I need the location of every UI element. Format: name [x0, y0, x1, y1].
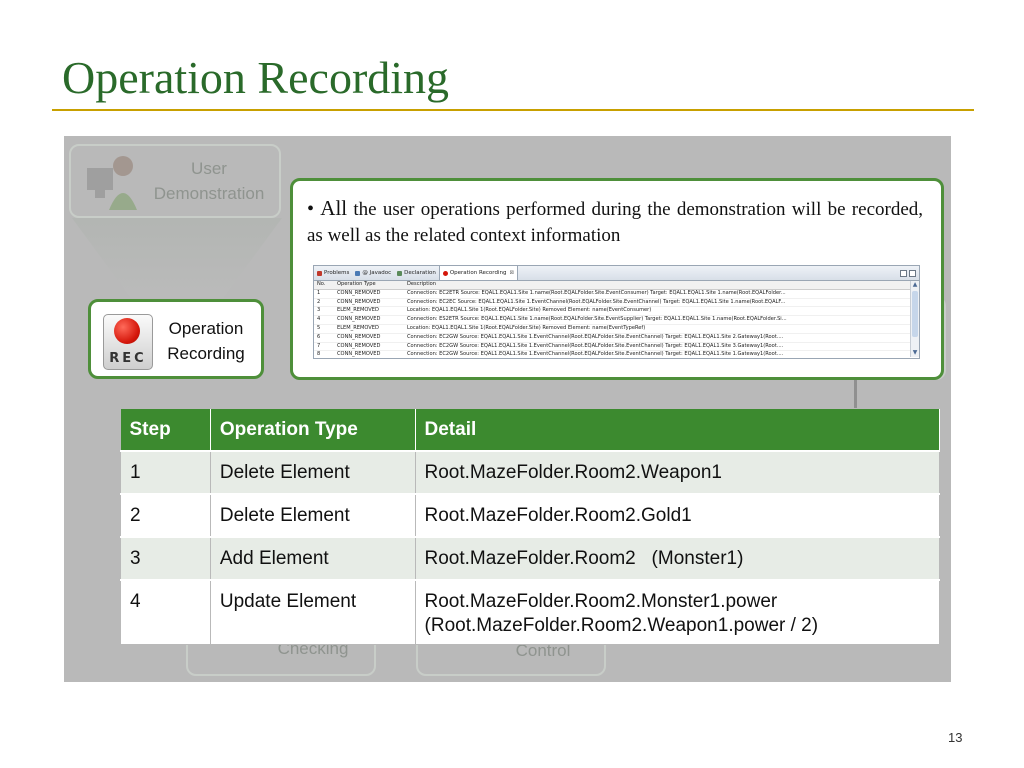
tab-javadoc-label: @ Javadoc	[362, 270, 392, 276]
table-row: 3 Add Element Root.MazeFolder.Room2 (Mon…	[120, 536, 941, 581]
row-number: 3	[317, 307, 321, 314]
table-row[interactable]: 4 CONN_REMOVED Connection: ES2ETR Source: …	[314, 316, 911, 325]
row-operation-type: CONN_REMOVED	[337, 289, 381, 296]
table-row[interactable]: 6 CONN_REMOVED Connection: EC2GW Source: E…	[314, 334, 911, 343]
operation-recording-view: Problems @ Javadoc Declaration Operation…	[313, 265, 920, 359]
steps-table: Step Operation Type Detail 1 Delete Elem…	[120, 409, 941, 645]
operation-type-cell: Delete Element	[209, 450, 416, 495]
recording-table-header: No. Operation Type Description	[314, 281, 911, 290]
step-cell: 2	[120, 493, 211, 538]
row-operation-type: CONN_REMOVED	[337, 351, 381, 358]
callout-lead-word: All	[320, 196, 348, 220]
user-at-computer-icon	[87, 156, 137, 210]
scroll-down-icon[interactable]: ▼	[912, 349, 918, 356]
table-row[interactable]: 7 CONN_REMOVED Connection: EC2GW Source: E…	[314, 343, 911, 352]
callout-box: • All the user operations performed duri…	[290, 178, 944, 380]
table-row[interactable]: 1 CONN_REMOVED Connection: EC2ETR Source: …	[314, 290, 911, 299]
column-header-description: Description	[407, 281, 437, 287]
operation-recording-label: Operation Recording	[167, 319, 245, 363]
row-operation-type: ELEM_REMOVED	[337, 324, 379, 331]
row-operation-type: CONN_REMOVED	[337, 298, 381, 305]
page-number: 13	[948, 730, 963, 745]
view-window-controls	[900, 269, 919, 277]
slide-title: Operation Recording	[62, 52, 450, 103]
detail-cell: Root.MazeFolder.Room2.Gold1	[414, 493, 941, 538]
user-demo-box: User Demonstration	[69, 144, 281, 218]
row-description: Connection: ES2ETR Source: EQAL1.EQAL1.S…	[407, 316, 787, 323]
operation-recording-box: REC Operation Recording	[88, 299, 264, 379]
view-tab-bar: Problems @ Javadoc Declaration Operation…	[314, 266, 919, 281]
row-description: Location: EQAL1.EQAL1.Site 1(Root.EQALFo…	[407, 324, 646, 331]
bullet-glyph: •	[307, 198, 315, 220]
step-cell: 4	[120, 579, 211, 645]
tab-javadoc[interactable]: @ Javadoc	[352, 266, 394, 280]
tab-declaration[interactable]: Declaration	[394, 266, 439, 280]
row-operation-type: CONN_REMOVED	[337, 316, 381, 323]
header-step: Step	[120, 409, 211, 451]
row-operation-type: CONN_REMOVED	[337, 342, 381, 349]
operation-type-cell: Add Element	[209, 536, 416, 581]
user-demo-label: User Demonstration	[153, 159, 265, 203]
tab-problems[interactable]: Problems	[314, 266, 352, 280]
row-description: Connection: EC2GW Source: EQAL1.EQAL1.Si…	[407, 333, 784, 340]
tab-problems-label: Problems	[324, 270, 350, 276]
callout-body: the user operations performed during the…	[307, 199, 924, 246]
record-icon	[442, 270, 448, 276]
record-icon-text: REC	[109, 351, 147, 366]
row-number: 7	[317, 342, 321, 349]
row-number: 2	[317, 298, 321, 305]
tab-operation-recording[interactable]: Operation Recording ⊠	[438, 266, 519, 280]
row-description: Connection: EC2GW Source: EQAL1.EQAL1.Si…	[407, 351, 784, 358]
operation-type-cell: Update Element	[209, 579, 416, 645]
scroll-thumb[interactable]	[912, 291, 918, 337]
detail-cell: Root.MazeFolder.Room2.Monster1.power (Ro…	[414, 579, 941, 645]
operation-type-cell: Delete Element	[209, 493, 416, 538]
table-row: 4 Update Element Root.MazeFolder.Room2.M…	[120, 579, 941, 645]
row-description: Connection: EC2GW Source: EQAL1.EQAL1.Si…	[407, 342, 784, 349]
title-divider	[52, 109, 974, 111]
connector-line	[854, 374, 857, 408]
header-operation-type: Operation Type	[210, 409, 416, 451]
row-number: 4	[317, 316, 321, 323]
steps-table-header: Step Operation Type Detail	[120, 409, 941, 451]
record-icon: REC	[103, 314, 153, 370]
vertical-scrollbar[interactable]: ▲ ▼	[910, 281, 919, 357]
tab-declaration-label: Declaration	[404, 270, 436, 276]
table-row: 2 Delete Element Root.MazeFolder.Room2.G…	[120, 493, 941, 538]
maximize-icon[interactable]	[909, 269, 916, 277]
javadoc-icon	[355, 270, 361, 276]
tab-close-icon[interactable]: ⊠	[509, 270, 515, 276]
table-row[interactable]: 2 CONN_REMOVED Connection: EC2EC Source: E…	[314, 299, 911, 308]
row-description: Location: EQAL1.EQAL1.Site 1(Root.EQALFo…	[407, 307, 652, 314]
problems-icon	[317, 270, 322, 276]
callout-text: • All the user operations performed duri…	[307, 195, 923, 249]
row-operation-type: CONN_REMOVED	[337, 333, 381, 340]
header-detail: Detail	[415, 409, 941, 451]
step-cell: 3	[120, 536, 211, 581]
column-header-no: No.	[317, 281, 326, 287]
tab-operation-recording-label: Operation Recording	[449, 270, 507, 276]
row-description: Connection: EC2ETR Source: EQAL1.EQAL1.S…	[407, 289, 786, 296]
table-row[interactable]: 5 ELEM_REMOVED Location: EQAL1.EQAL1.Site …	[314, 325, 911, 334]
detail-cell: Root.MazeFolder.Room2.Weapon1	[414, 450, 941, 495]
row-number: 1	[317, 289, 321, 296]
row-description: Connection: EC2EC Source: EQAL1.EQAL1.Si…	[407, 298, 786, 305]
table-row[interactable]: 3 ELEM_REMOVED Location: EQAL1.EQAL1.Site …	[314, 307, 911, 317]
row-operation-type: ELEM_REMOVED	[337, 307, 379, 314]
detail-cell: Root.MazeFolder.Room2 (Monster1)	[414, 536, 941, 581]
control-label: Control	[515, 641, 571, 660]
table-row: 1 Delete Element Root.MazeFolder.Room2.W…	[120, 450, 941, 495]
step-cell: 1	[120, 450, 211, 495]
table-row[interactable]: 8 CONN_REMOVED Connection: EC2GW Source: E…	[314, 351, 911, 358]
row-number: 5	[317, 324, 321, 331]
declaration-icon	[397, 270, 403, 276]
minimize-icon[interactable]	[900, 269, 907, 277]
column-header-operation-type: Operation Type	[337, 281, 376, 287]
row-number: 6	[317, 333, 321, 340]
record-dot	[114, 318, 140, 344]
row-number: 8	[317, 351, 321, 358]
scroll-up-icon[interactable]: ▲	[912, 281, 918, 288]
